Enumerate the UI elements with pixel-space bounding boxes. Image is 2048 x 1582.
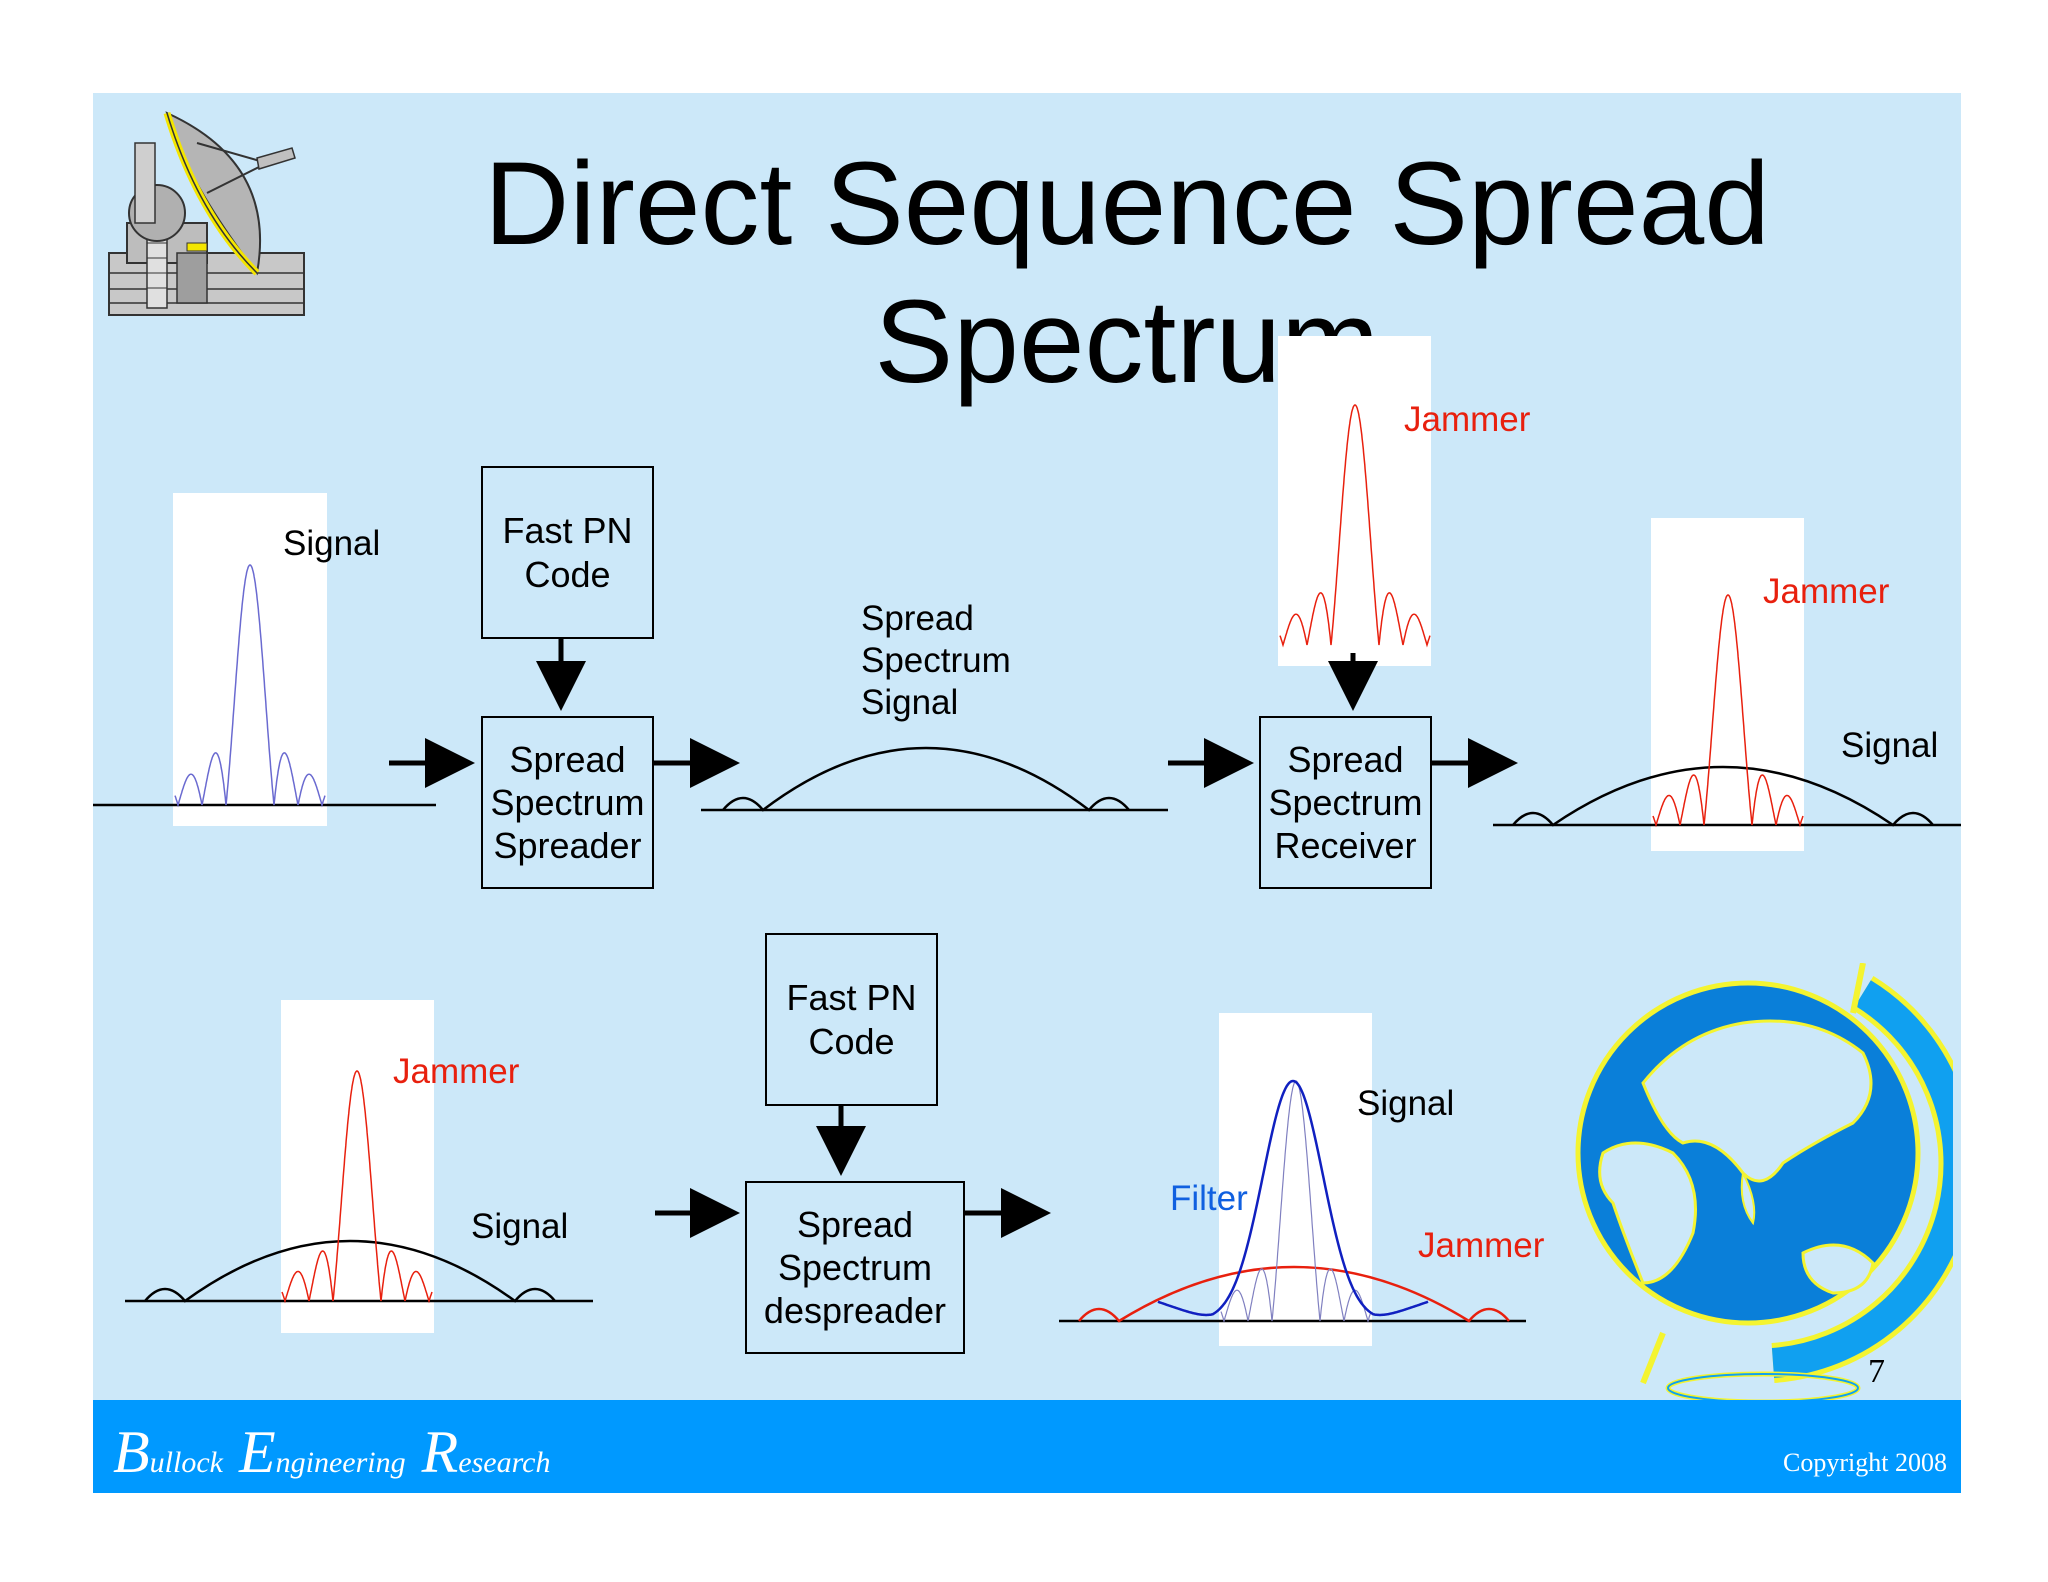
receiver-output-jammer-label: Jammer xyxy=(1763,572,1890,611)
satellite-dish-icon xyxy=(108,111,305,316)
footer-bar: Bullock Engineering Research Copyright 200… xyxy=(93,1400,1961,1493)
despreader-output-signal-label: Signal xyxy=(1357,1084,1455,1123)
slide: Direct Sequence Spread Spectrum Signal F… xyxy=(93,93,1961,1493)
receiver-box-text: Spread Spectrum Receiver xyxy=(1268,738,1423,867)
despreader-input-signal-label: Signal xyxy=(471,1207,569,1246)
slide-title-line1: Direct Sequence Spread xyxy=(484,138,1770,270)
pn-code-box-top: Fast PN Code xyxy=(481,466,654,639)
pn-code-box-bottom-text: Fast PN Code xyxy=(786,977,917,1062)
spreader-box-text: Spread Spectrum Spreader xyxy=(490,738,645,867)
brand-word-ullock: ullock xyxy=(149,1446,223,1479)
brand-word-esearch: esearch xyxy=(458,1446,551,1479)
receiver-box: Spread Spectrum Receiver xyxy=(1259,716,1432,889)
jammer-label-top: Jammer xyxy=(1404,400,1531,439)
despreader-input-panel xyxy=(281,1000,434,1333)
despreader-box: Spread Spectrum despreader xyxy=(745,1181,965,1354)
copyright-text: Copyright 2008 xyxy=(1783,1448,1947,1477)
globe-icon xyxy=(1575,963,1953,1403)
brand-letter-r: R xyxy=(421,1419,459,1485)
spread-signal-label: Spread Spectrum Signal xyxy=(861,599,1011,722)
despreader-box-text: Spread Spectrum despreader xyxy=(763,1203,947,1332)
page-number: 7 xyxy=(1868,1353,1885,1390)
diagram-overlay xyxy=(125,404,1961,1323)
brand-letter-e: E xyxy=(238,1419,276,1485)
input-signal-label: Signal xyxy=(283,524,381,563)
despreader-output-jammer-label: Jammer xyxy=(1418,1226,1545,1265)
jammer-panel-top xyxy=(1278,336,1431,666)
brand-letter-b: B xyxy=(113,1419,150,1485)
filter-label: Filter xyxy=(1170,1179,1248,1218)
despreader-input-jammer-label: Jammer xyxy=(393,1052,520,1091)
brand-word-ngineering: ngineering xyxy=(275,1446,406,1479)
spreader-box: Spread Spectrum Spreader xyxy=(481,716,654,889)
brand-logo-text: Bullock Engineering Research xyxy=(113,1418,566,1487)
despreader-output-panel xyxy=(1219,1013,1372,1346)
input-signal-panel xyxy=(173,493,327,826)
pn-code-box-bottom: Fast PN Code xyxy=(765,933,938,1106)
pn-code-box-top-text: Fast PN Code xyxy=(502,510,633,595)
input-signal-trace xyxy=(93,564,436,808)
receiver-output-signal-label: Signal xyxy=(1841,726,1939,765)
receiver-output-panel xyxy=(1651,518,1804,851)
